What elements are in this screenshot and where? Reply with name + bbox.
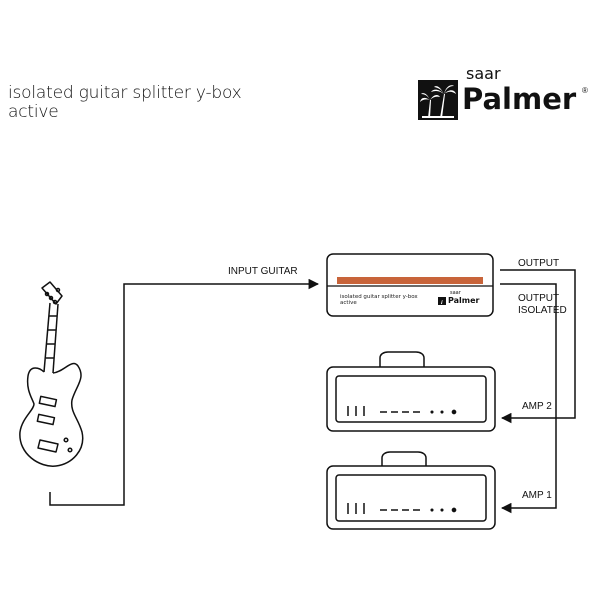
brand-name: Palmer: [462, 82, 577, 116]
output-label: OUTPUT: [518, 258, 560, 269]
brand-logo: saar Palmer ®: [418, 64, 594, 122]
device-brand-name: Palmer: [448, 296, 480, 305]
device-label-line-1: isolated guitar splitter y-box: [340, 294, 418, 300]
title-line-1: isolated guitar splitter y-box: [8, 83, 242, 103]
registered-mark: ®: [582, 86, 588, 95]
amp-2-label: AMP 2: [522, 401, 552, 412]
device-stripe: [337, 277, 483, 284]
title-line-2: active: [8, 102, 59, 122]
splitter-box: [326, 253, 494, 317]
device-palm-icon: [438, 297, 446, 305]
amp-2-icon: [326, 351, 496, 432]
brand-small-text: saar: [466, 64, 501, 83]
amp-1-label: AMP 1: [522, 490, 552, 501]
device-label: isolated guitar splitter y-box active: [340, 294, 418, 306]
output-isolated-line-1: OUTPUT: [518, 293, 560, 304]
palm-tree-icon: [418, 80, 458, 120]
device-label-line-2: active: [340, 300, 357, 306]
page-title: isolated guitar splitter y-box active: [8, 84, 242, 122]
input-guitar-label: INPUT GUITAR: [228, 266, 298, 277]
output-isolated-line-2: ISOLATED: [518, 305, 567, 316]
output-isolated-label: OUTPUT ISOLATED: [518, 293, 567, 317]
device-brand-small: saar: [450, 290, 461, 296]
amp-1-icon: [326, 451, 496, 530]
guitar-icon: [19, 281, 84, 467]
